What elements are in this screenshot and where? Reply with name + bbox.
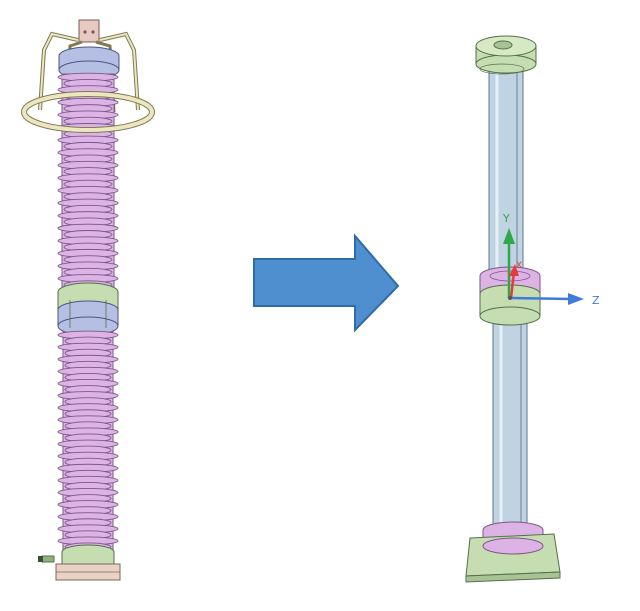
x-axis [509,271,516,299]
lower-insulator-sheds [57,330,119,552]
y-axis-arrowhead [503,228,515,244]
upper-rod [488,67,524,279]
x-axis-arrowhead [509,264,519,276]
transition-arrow [253,233,400,333]
z-axis [510,296,573,301]
y-axis-label: Y [502,212,510,225]
coordinate-axes: Y X Z [502,212,600,307]
bottom-base [38,544,121,581]
column-base [465,521,561,583]
grading-ring-arms [38,31,140,113]
z-axis-arrowhead [568,293,584,305]
upper-insulator-sheds [57,72,119,290]
middle-flange [57,282,119,336]
detailed-insulator-model [21,19,155,581]
x-axis-label: X [516,261,522,271]
top-mounting-plate [78,19,100,43]
top-end-cap [475,35,537,75]
lower-rod [492,321,528,538]
z-axis-label: Z [592,294,600,307]
grading-ring [21,91,155,133]
simplified-column-model: Y X Z [465,35,600,583]
axes-origin [508,296,512,300]
